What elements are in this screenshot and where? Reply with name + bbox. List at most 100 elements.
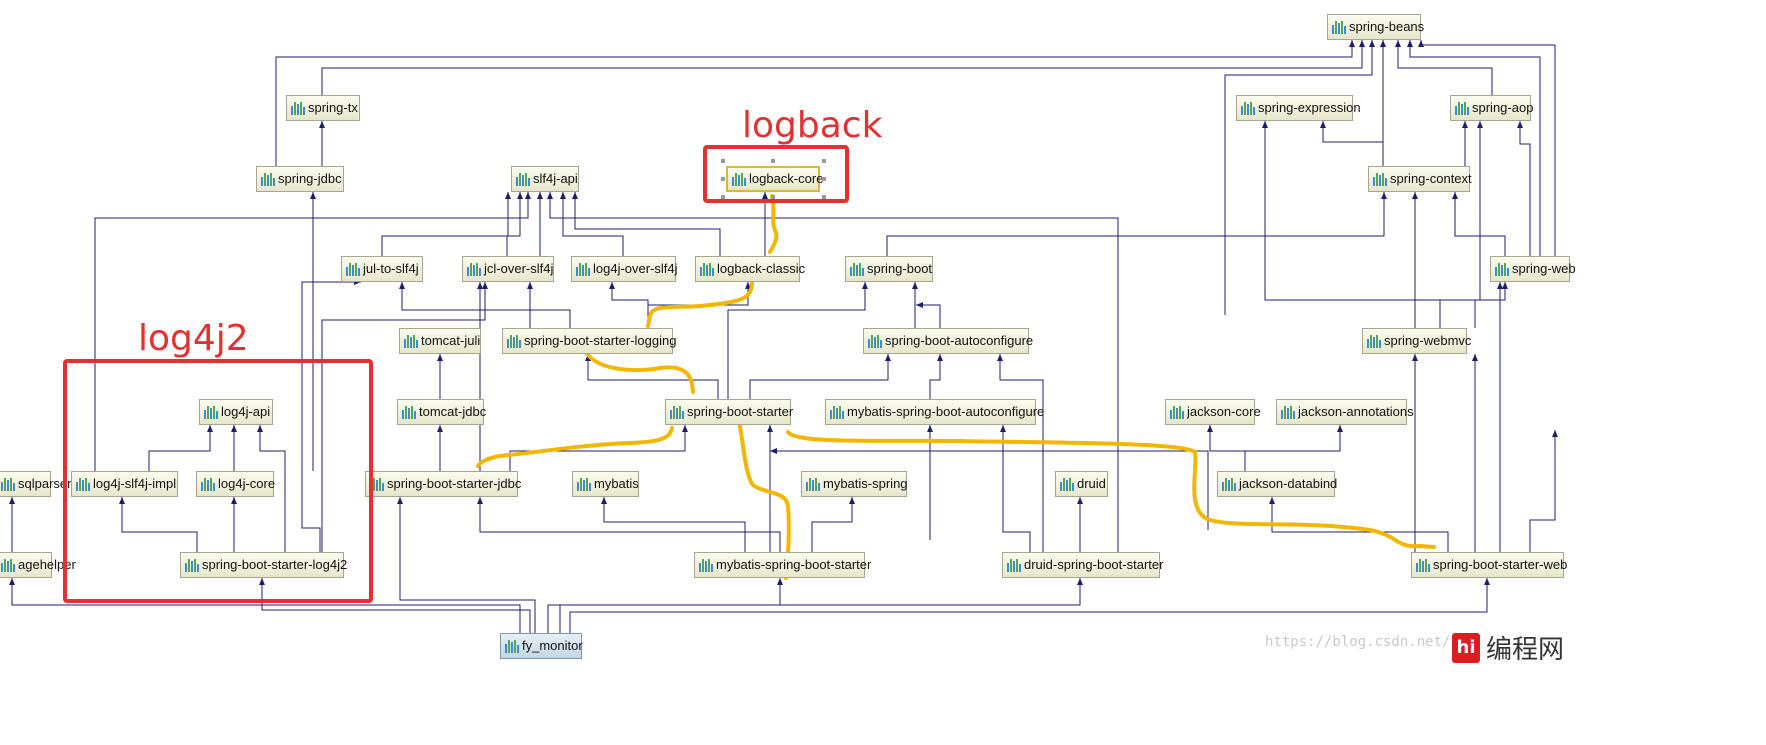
jar-icon <box>850 262 864 276</box>
node-tomcat-juli[interactable]: tomcat-juli <box>399 328 481 354</box>
dependency-edge <box>1420 40 1556 260</box>
node-jcl-over-slf4j[interactable]: jcl-over-slf4j <box>462 256 554 282</box>
node-jackson-annotations[interactable]: jackson-annotations <box>1276 399 1414 425</box>
selection-handle[interactable] <box>721 195 725 199</box>
edge-arrowhead <box>319 121 325 128</box>
node-fy_monitor[interactable]: fy_monitor <box>500 633 583 659</box>
node-spring-boot[interactable]: spring-boot <box>845 256 933 282</box>
node-label: mybatis <box>594 476 639 491</box>
edge-arrowhead <box>1000 425 1006 432</box>
edge-arrowhead <box>916 302 923 308</box>
node-mybatis[interactable]: mybatis <box>572 471 639 497</box>
dependency-edge <box>11 578 521 633</box>
selection-handle[interactable] <box>771 159 775 163</box>
node-spring-web[interactable]: spring-web <box>1490 256 1576 282</box>
edge-arrowhead <box>777 578 783 585</box>
dependency-edges <box>11 40 1556 633</box>
node-pagehelper[interactable]: agehelper <box>0 552 76 578</box>
edge-arrowhead <box>862 282 868 289</box>
node-jul-to-slf4j[interactable]: jul-to-slf4j <box>341 256 423 282</box>
edge-arrowhead <box>1484 578 1490 585</box>
edge-arrowhead <box>547 192 553 199</box>
jar-icon <box>346 262 360 276</box>
node-spring-context[interactable]: spring-context <box>1368 166 1472 192</box>
dependency-edge <box>321 282 486 552</box>
edge-arrowhead <box>770 448 777 454</box>
jar-icon <box>185 558 199 572</box>
node-spring-jdbc[interactable]: spring-jdbc <box>256 166 344 192</box>
node-tomcat-jdbc[interactable]: tomcat-jdbc <box>397 399 486 425</box>
edge-arrowhead <box>1359 40 1365 47</box>
node-mybatis-spring-boot-starter[interactable]: mybatis-spring-boot-starter <box>694 552 871 578</box>
selection-handle[interactable] <box>822 195 826 199</box>
edge-arrowhead <box>1077 578 1083 585</box>
dependency-edge <box>1264 121 1441 328</box>
dependency-edge <box>569 578 1488 633</box>
edge-arrowhead <box>482 282 488 289</box>
jar-icon <box>1 558 15 572</box>
edge-arrowhead <box>9 497 15 504</box>
node-mybatis-spring[interactable]: mybatis-spring <box>801 471 908 497</box>
jar-icon <box>1 477 15 491</box>
node-mybatis-spring-boot-autoconfigure[interactable]: mybatis-spring-boot-autoconfigure <box>825 399 1044 425</box>
edge-arrowhead <box>1381 192 1387 199</box>
node-spring-expression[interactable]: spring-expression <box>1236 95 1361 121</box>
jar-icon <box>1455 101 1469 115</box>
node-label: tomcat-juli <box>421 333 481 348</box>
node-label: spring-webmvc <box>1384 333 1472 348</box>
selection-handle[interactable] <box>822 177 826 181</box>
edge-arrowhead <box>437 354 443 361</box>
node-logback-core[interactable]: logback-core <box>726 166 823 192</box>
node-label: spring-beans <box>1349 19 1425 34</box>
node-spring-aop[interactable]: spring-aop <box>1450 95 1533 121</box>
node-log4j-api[interactable]: log4j-api <box>199 399 273 425</box>
jar-icon <box>577 477 591 491</box>
node-log4j-over-slf4j[interactable]: log4j-over-slf4j <box>571 256 678 282</box>
node-log4j-core[interactable]: log4j-core <box>196 471 275 497</box>
node-spring-boot-autoconfigure[interactable]: spring-boot-autoconfigure <box>863 328 1033 354</box>
edge-arrowhead <box>231 497 237 504</box>
edge-arrowhead <box>231 425 237 432</box>
node-spring-boot-starter-logging[interactable]: spring-boot-starter-logging <box>502 328 676 354</box>
jar-icon <box>1495 262 1509 276</box>
node-label: jcl-over-slf4j <box>484 261 554 276</box>
selection-handle[interactable] <box>771 195 775 199</box>
highlight-stroke <box>738 424 791 580</box>
node-spring-boot-starter[interactable]: spring-boot-starter <box>665 399 793 425</box>
node-jackson-databind[interactable]: jackson-databind <box>1217 471 1337 497</box>
node-spring-boot-starter-jdbc[interactable]: spring-boot-starter-jdbc <box>365 471 521 497</box>
selection-handle[interactable] <box>822 159 826 163</box>
jar-icon <box>1281 405 1295 419</box>
node-slf4j-api[interactable]: slf4j-api <box>511 166 579 192</box>
selection-handle[interactable] <box>721 177 725 181</box>
edge-arrowhead <box>609 282 615 289</box>
node-log4j-slf4j-impl[interactable]: log4j-slf4j-impl <box>71 471 178 497</box>
node-jsqlparser[interactable]: sqlparser <box>0 471 71 497</box>
jar-icon <box>1367 334 1381 348</box>
node-spring-boot-starter-web[interactable]: spring-boot-starter-web <box>1411 552 1567 578</box>
log4j2-highlight-box <box>63 359 373 603</box>
node-label: jackson-core <box>1187 404 1261 419</box>
node-logback-classic[interactable]: logback-classic <box>695 256 805 282</box>
node-druid-spring-boot-starter[interactable]: druid-spring-boot-starter <box>1002 552 1163 578</box>
node-label: agehelper <box>18 557 76 572</box>
node-druid[interactable]: druid <box>1055 471 1108 497</box>
jar-icon <box>402 405 416 419</box>
node-spring-webmvc[interactable]: spring-webmvc <box>1362 328 1471 354</box>
edge-arrowhead <box>1077 497 1083 504</box>
jar-icon <box>404 334 418 348</box>
edge-arrowhead <box>517 192 523 199</box>
dependency-edge <box>562 192 624 256</box>
dependency-edge <box>399 497 536 633</box>
node-spring-beans[interactable]: spring-beans <box>1327 14 1425 40</box>
selection-handle[interactable] <box>721 159 725 163</box>
node-label: jackson-annotations <box>1298 404 1414 419</box>
brand-logo-icon: hi <box>1452 632 1480 663</box>
node-spring-boot-starter-log4j2[interactable]: spring-boot-starter-log4j2 <box>180 552 347 578</box>
jar-icon <box>806 477 820 491</box>
node-label: log4j-slf4j-impl <box>93 476 177 491</box>
node-jackson-core[interactable]: jackson-core <box>1165 399 1261 425</box>
edge-arrowhead <box>1412 192 1418 199</box>
edge-arrowhead <box>572 192 578 199</box>
node-spring-tx[interactable]: spring-tx <box>286 95 360 121</box>
